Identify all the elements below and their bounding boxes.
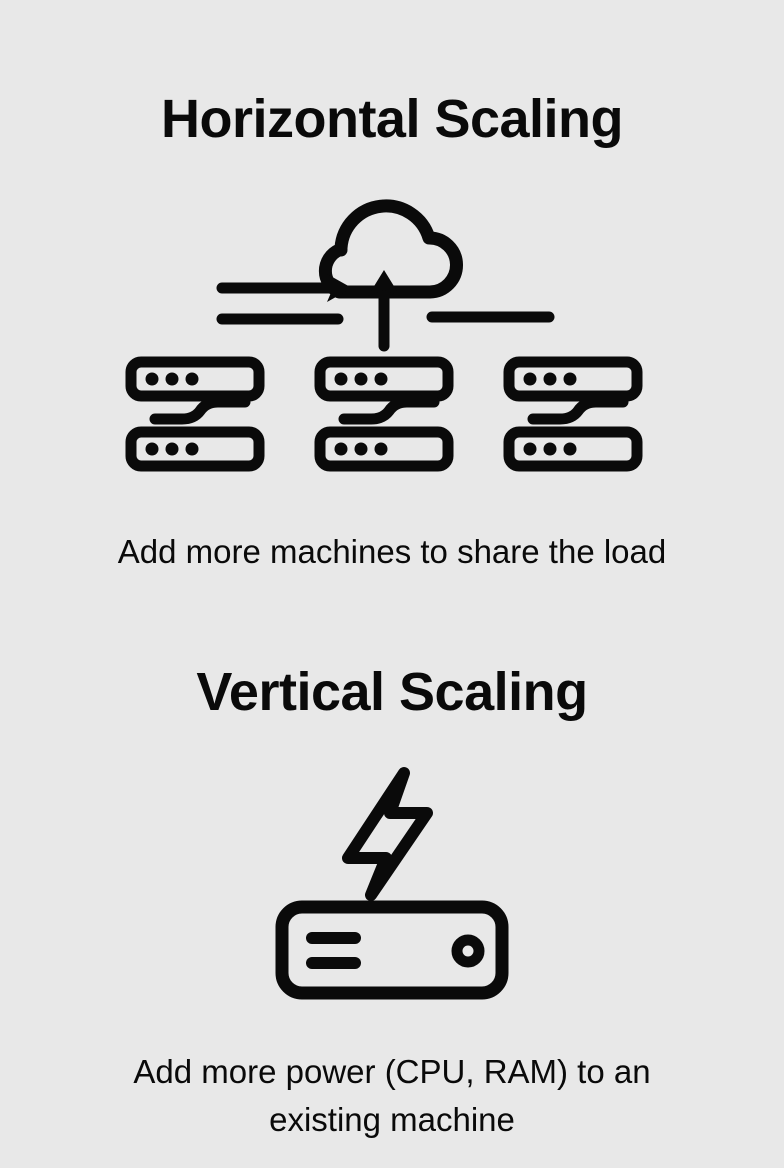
cloud-icon	[318, 199, 463, 299]
vertical-scaling-caption: Add more power (CPU, RAM) to an existing…	[0, 1048, 784, 1144]
horizontal-scaling-illustration	[0, 170, 784, 500]
horizontal-scaling-title: Horizontal Scaling	[160, 89, 624, 149]
single-server-icon	[275, 900, 509, 1000]
horizontal-scaling-caption: Add more machines to share the load	[117, 533, 667, 570]
vertical-scaling-caption-line-2: existing machine	[269, 1100, 515, 1138]
arrow-up-icon	[368, 270, 400, 352]
server-stack-icon	[314, 356, 454, 472]
server-stack-icon	[125, 356, 265, 472]
horizontal-scaling-section-header: Horizontal Scaling	[0, 92, 784, 146]
lightning-bolt-icon	[342, 767, 433, 901]
horizontal-scaling-caption-wrap: Add more machines to share the load	[0, 528, 784, 576]
arrow-right-icon	[216, 274, 352, 302]
vertical-scaling-illustration	[0, 755, 784, 1020]
server-stack-icon	[503, 356, 643, 472]
vertical-scaling-section-header: Vertical Scaling	[0, 665, 784, 719]
vertical-scaling-title: Vertical Scaling	[196, 662, 588, 722]
vertical-scaling-caption-wrap: Add more power (CPU, RAM) to an existing…	[0, 1048, 784, 1144]
vertical-scaling-caption-line-1: Add more power (CPU, RAM) to an	[133, 1053, 651, 1090]
